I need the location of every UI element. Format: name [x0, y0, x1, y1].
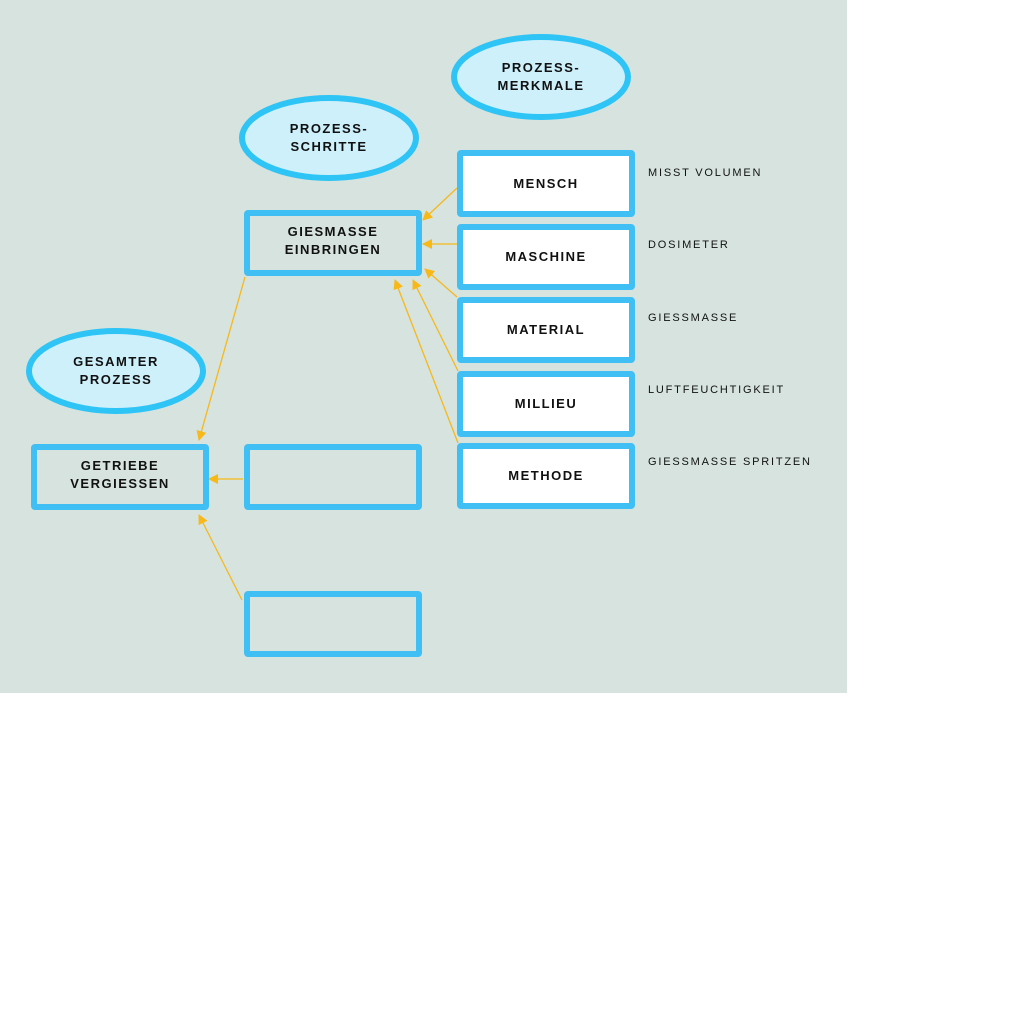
step-getriebe-vergiessen[interactable]: GETRIEBE VERGIESSEN [31, 444, 209, 510]
note-maschine: DOSIMETER [648, 239, 730, 251]
step-giessmasse-einbringen[interactable]: GIESMASSE EINBRINGEN [244, 210, 422, 276]
ellipse-prozess-merkmale[interactable]: PROZESS- MERKMALE [497, 60, 585, 93]
note-mensch: MISST VOLUMEN [648, 167, 763, 179]
ellipse-prozess-schritte-shape [239, 95, 419, 181]
feature-maschine[interactable]: MASCHINE [457, 224, 635, 290]
feature-millieu[interactable]: MILLIEU [457, 371, 635, 437]
ellipse-prozess-schritte[interactable]: PROZESS- SCHRITTE [289, 121, 369, 154]
feature-material[interactable]: MATERIAL [457, 297, 635, 363]
step-empty-1[interactable] [244, 444, 422, 510]
note-methode: GIESSMASSE SPRITZEN [648, 456, 812, 468]
ellipse-gesamter-prozess[interactable]: GESAMTER PROZESS [73, 354, 159, 387]
ellipse-gesamter-prozess-shape [26, 328, 206, 414]
arrows-layer [26, 34, 631, 601]
arrow-giessmasse-to-getriebe [196, 276, 246, 441]
diagram-canvas: PROZESS- MERKMALE PROZESS- SCHRITTE GESA… [0, 0, 847, 693]
arrow-methode [393, 279, 459, 444]
feature-methode[interactable]: METHODE [457, 443, 635, 509]
step-empty-2[interactable] [244, 591, 422, 657]
feature-mensch[interactable]: MENSCH [457, 150, 635, 217]
note-millieu: LUFTFEUCHTIGKEIT [648, 384, 785, 396]
arrow-millieu [412, 279, 459, 372]
arrow-material [424, 268, 458, 298]
arrow-empty2-to-getriebe [198, 514, 243, 601]
arrow-mensch [422, 187, 458, 221]
note-material: GIESSMASSE [648, 312, 739, 324]
ellipse-prozess-merkmale-shape [451, 34, 631, 120]
